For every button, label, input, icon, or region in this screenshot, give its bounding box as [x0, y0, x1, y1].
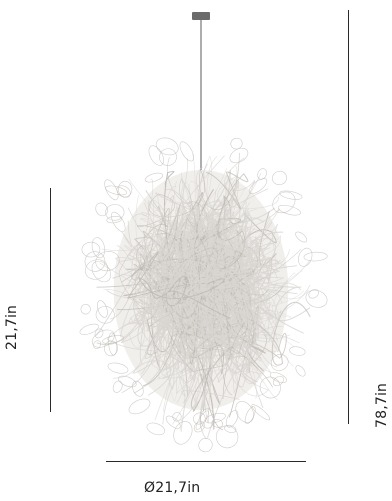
wire-loop: [165, 415, 181, 429]
wire-loop: [277, 204, 301, 216]
wire-loop: [270, 354, 289, 371]
wire-loop: [104, 340, 118, 357]
wire-strand: [190, 211, 256, 291]
wire-strand: [176, 244, 215, 341]
wire-loop: [108, 332, 118, 356]
wire-loop: [259, 376, 281, 399]
wire-strand: [150, 275, 214, 391]
wire-strand: [141, 269, 268, 348]
wire-strand: [180, 306, 251, 424]
wire-loop: [107, 362, 129, 374]
wire-loop: [279, 190, 303, 200]
wire-strand: [178, 171, 249, 269]
wire-strand: [130, 230, 184, 323]
wire-loop: [146, 422, 166, 436]
wire-loop: [289, 346, 306, 356]
wire-loop: [95, 251, 120, 272]
wire-loop: [84, 251, 106, 272]
wire-loop: [172, 412, 182, 422]
wire-loop: [295, 365, 306, 377]
wire-strand: [147, 246, 222, 384]
wire-strand: [157, 226, 269, 347]
wire-loop: [272, 191, 296, 214]
wire-loop: [251, 404, 271, 421]
wire-loop: [106, 216, 122, 224]
wire-loop: [93, 340, 101, 349]
height-total-dimension-line: [348, 10, 349, 424]
wire-loop: [95, 306, 115, 324]
height-body-label: 21,7in: [4, 304, 20, 350]
wire-loop: [269, 372, 287, 383]
wire-loop: [193, 412, 206, 425]
wire-loop: [195, 410, 209, 430]
wire-loop: [104, 179, 119, 201]
wire-strand: [168, 210, 247, 342]
wire-loop: [308, 289, 319, 299]
wire-loop: [211, 419, 224, 428]
wire-strand: [192, 213, 252, 312]
wire-loop: [248, 178, 268, 194]
wire-loop: [173, 421, 193, 445]
wire-loop: [79, 323, 99, 335]
wire-strand: [120, 239, 219, 344]
wire-loop: [91, 329, 115, 348]
wire-loop: [105, 204, 125, 221]
wire-loop: [204, 412, 226, 424]
wire-loop: [132, 380, 144, 397]
wire-strand: [163, 273, 253, 403]
wire-strand: [163, 238, 281, 330]
wire-strand: [137, 275, 231, 319]
wire-loop: [97, 300, 108, 318]
wire-strand: [206, 165, 242, 316]
wire-loop: [198, 437, 213, 453]
wire-loop: [303, 251, 328, 262]
height-body-dimension-line: [50, 188, 51, 412]
wire-loop: [91, 260, 111, 283]
wire-loop: [215, 425, 239, 449]
wire-loop: [272, 170, 287, 186]
wire-loop: [225, 410, 239, 428]
wire-loop: [128, 398, 151, 415]
wire-loop: [298, 247, 313, 267]
wire-strand: [179, 243, 244, 362]
wire-loop: [112, 380, 123, 393]
wire-strand: [185, 247, 274, 369]
wire-loop: [229, 147, 249, 164]
wire-loop: [117, 180, 133, 198]
wire-loop: [244, 406, 256, 424]
wire-loop: [257, 168, 267, 180]
wire-strand: [196, 250, 311, 323]
wire-loop: [305, 289, 328, 308]
wire-loop: [105, 185, 127, 196]
wire-strand: [164, 156, 237, 285]
wire-loop: [80, 304, 91, 315]
wire-loop: [111, 211, 126, 233]
wire-loop: [91, 237, 106, 259]
wire-loop: [144, 172, 163, 183]
ceiling-canopy: [192, 12, 210, 20]
wire-loop: [94, 328, 104, 339]
wire-loop: [200, 408, 215, 429]
wire-loop: [116, 185, 131, 198]
wire-loop: [102, 335, 125, 344]
wire-strand: [155, 306, 225, 360]
diameter-dimension-line: [106, 461, 306, 462]
wire-strand: [143, 172, 193, 305]
diameter-label: Ø21,7in: [144, 480, 201, 496]
wire-loop: [159, 148, 177, 166]
wire-loop: [81, 241, 101, 258]
wire-loop: [118, 375, 137, 388]
wire-loop: [272, 375, 284, 387]
wire-strand: [200, 261, 302, 354]
wire-loop: [179, 141, 194, 162]
height-total-label: 78,7in: [374, 382, 390, 428]
wire-loop: [95, 202, 108, 217]
wire-ball-shade: [79, 137, 328, 453]
wire-loop: [84, 259, 109, 280]
wire-loop: [155, 137, 179, 156]
wire-loop: [295, 231, 308, 243]
wire-strand: [181, 247, 283, 339]
